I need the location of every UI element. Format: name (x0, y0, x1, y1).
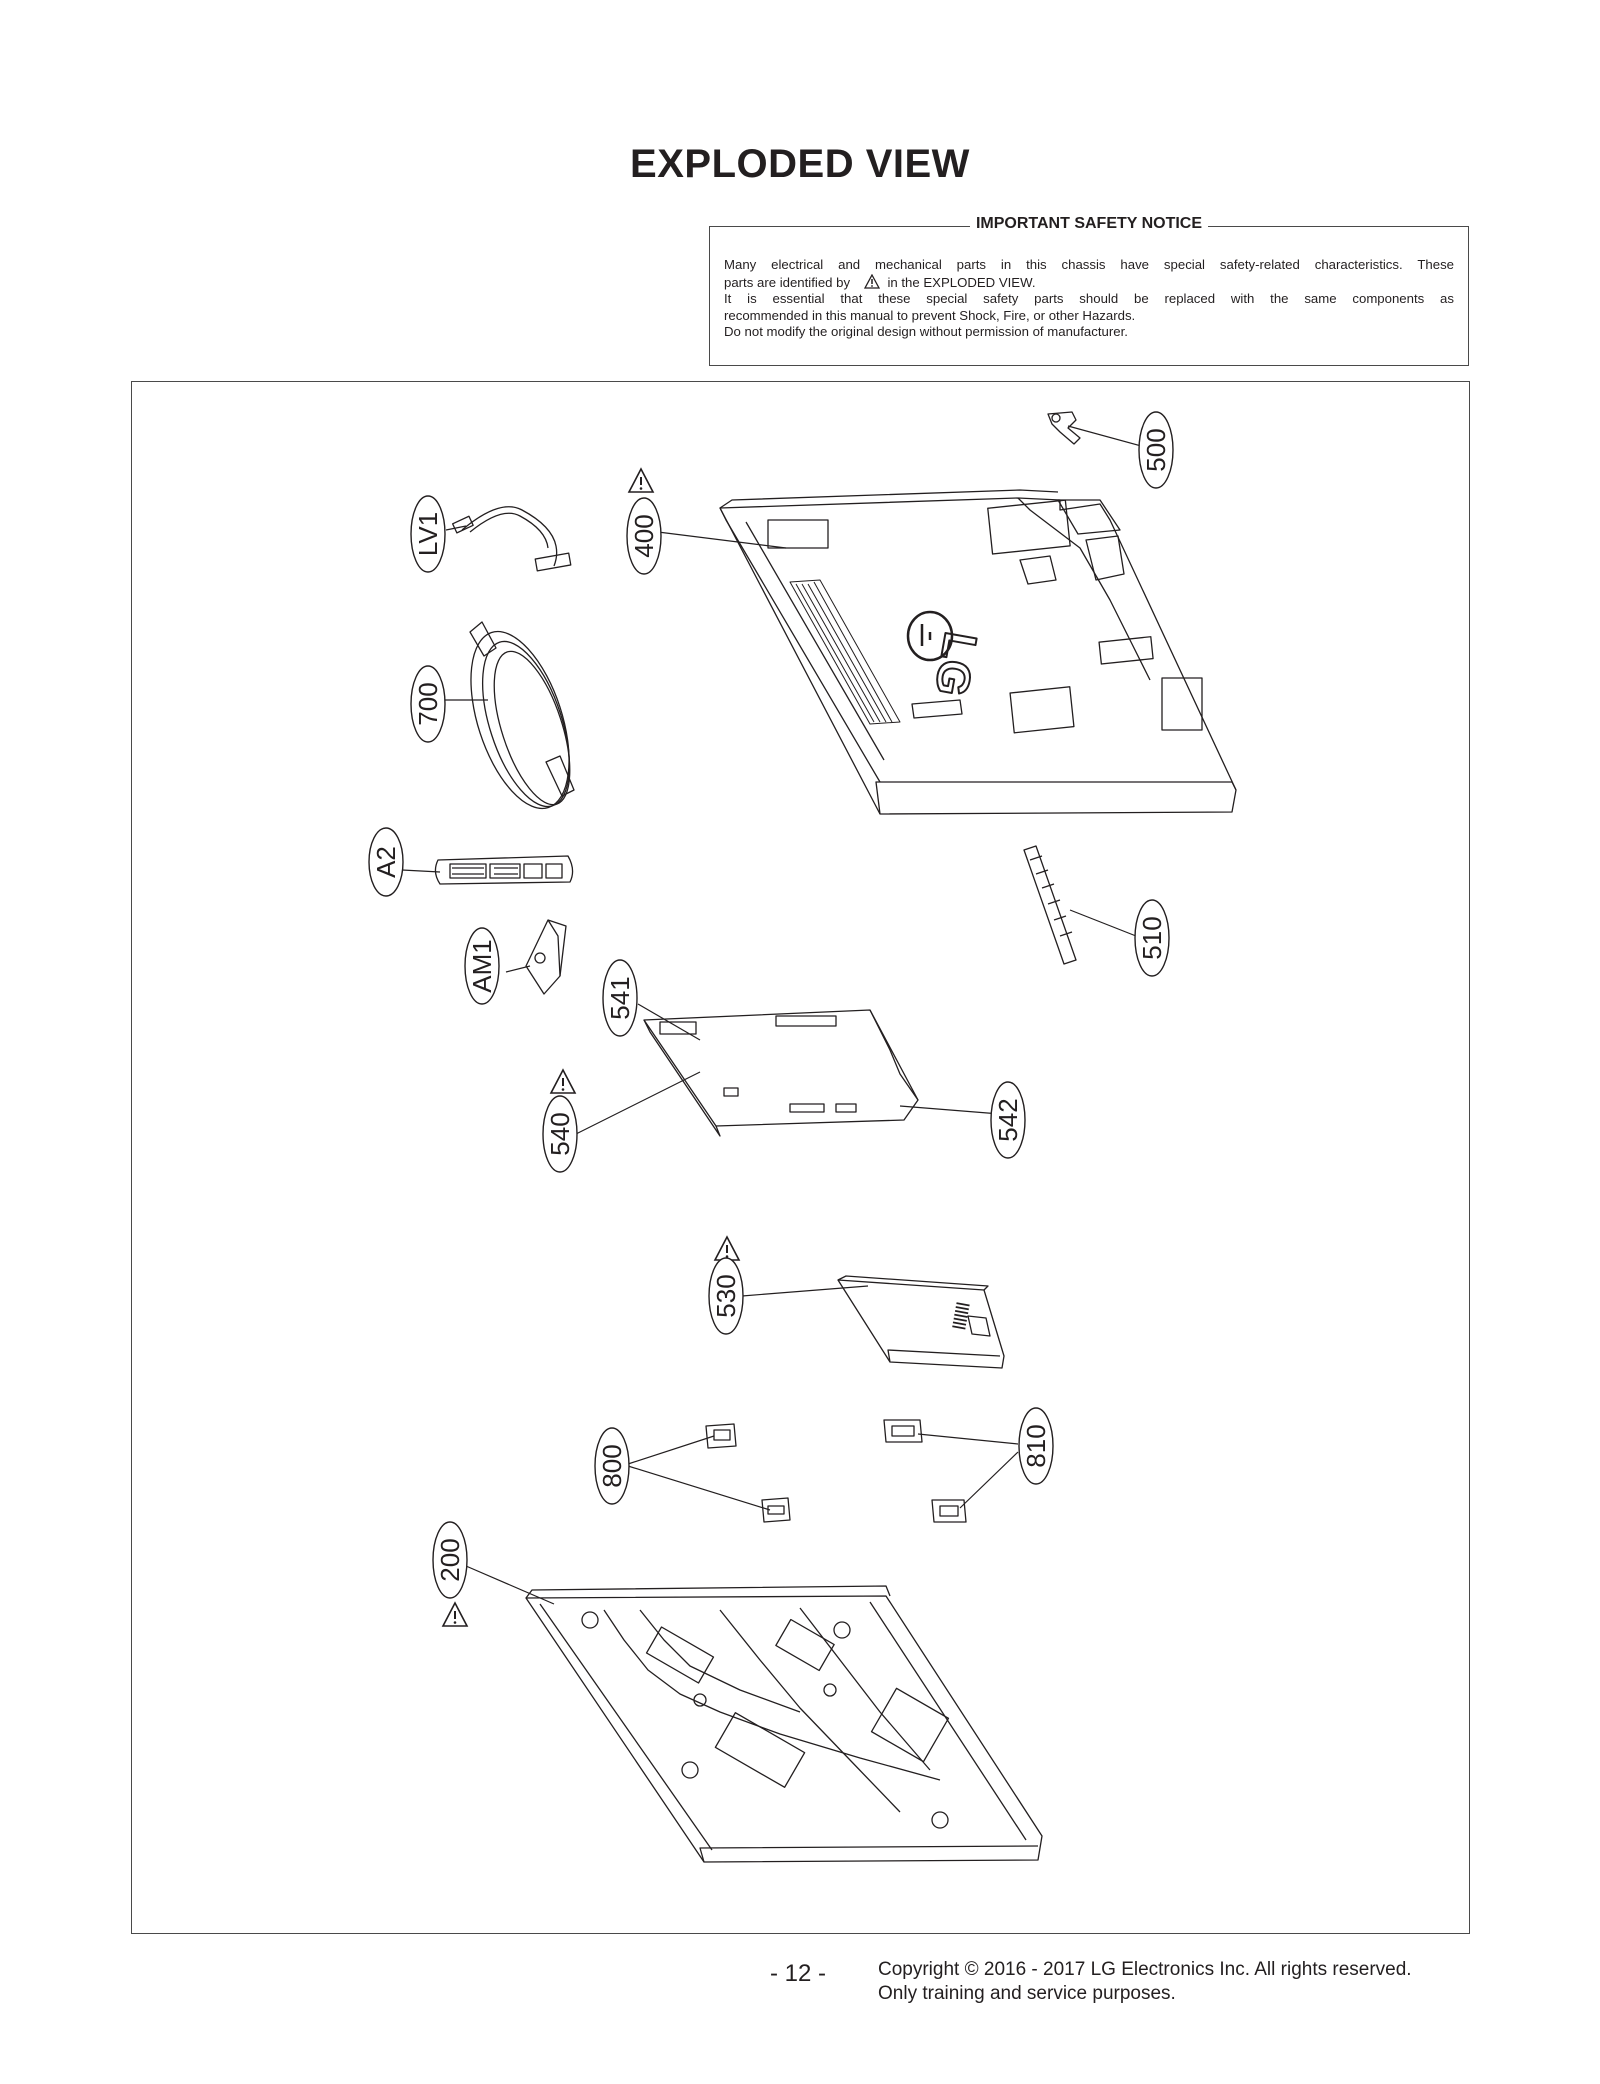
part-540-main-board (643, 1009, 919, 1137)
safety-notice-line-1: Many electrical and mechanical parts in … (724, 257, 1454, 272)
svg-text:200: 200 (435, 1538, 465, 1581)
back-cover-vents (789, 499, 1121, 725)
page-number: - 12 - (770, 1960, 827, 1987)
callout-542: 542 (990, 1081, 1026, 1159)
warning-triangle-icon (628, 468, 654, 493)
copyright-block: Copyright © 2016 - 2017 LG Electronics I… (878, 1958, 1412, 2006)
callout-500: 500 (1138, 411, 1174, 489)
safety-notice-line-5: Do not modify the original design withou… (724, 324, 1128, 340)
svg-text:500: 500 (1141, 428, 1171, 471)
lg-brand-text: LG (925, 628, 987, 700)
callout-400: 400 (626, 497, 662, 575)
svg-text:542: 542 (993, 1098, 1023, 1141)
safety-notice-line-2: parts are identified by in the EXPLODED … (724, 273, 1454, 292)
callout-510: 510 (1134, 899, 1170, 977)
warning-triangle-icon (863, 273, 880, 289)
part-800-foot-bottom (761, 1497, 791, 1523)
part-400-back-cover (719, 489, 1237, 815)
drawing-frame (131, 381, 1470, 1934)
part-700-power-cord (469, 621, 575, 810)
svg-text:510: 510 (1137, 916, 1167, 959)
safety-notice-line-2-end: in the EXPLODED VIEW. (887, 274, 1036, 290)
svg-text:LV1: LV1 (413, 512, 443, 556)
safety-notice-heading: IMPORTANT SAFETY NOTICE (969, 215, 1209, 232)
callout-541: 541 (602, 959, 638, 1037)
usage-text: Only training and service purposes. (878, 1983, 1176, 2004)
callout-a2: A2 (368, 827, 404, 897)
warning-triangle-icon (550, 1069, 576, 1094)
svg-text:400: 400 (629, 514, 659, 557)
power-board-label: ||||||| (949, 1301, 970, 1331)
copyright-text: Copyright © 2016 - 2017 LG Electronics I… (878, 1959, 1412, 1980)
safety-notice-line-2-start: parts are identified by (724, 274, 851, 290)
callout-200: 200 (432, 1521, 468, 1599)
warning-triangle-icon (714, 1236, 740, 1261)
part-510-button-bar (1023, 845, 1077, 965)
svg-text:540: 540 (545, 1112, 575, 1155)
callout-530: 530 (708, 1257, 744, 1335)
page-title: EXPLODED VIEW (630, 142, 970, 186)
leader-lines (401, 425, 1157, 1605)
svg-text:541: 541 (605, 976, 635, 1019)
safety-notice-line-3: It is essential that these special safet… (724, 291, 1454, 307)
part-200-panel-module (525, 1585, 1043, 1863)
part-500-bracket (1047, 411, 1081, 445)
part-lv1-cable (451, 506, 572, 572)
safety-notice-box: IMPORTANT SAFETY NOTICE Many electrical … (709, 215, 1469, 366)
svg-text:810: 810 (1021, 1424, 1051, 1467)
callout-810: 810 (1018, 1407, 1054, 1485)
svg-text:700: 700 (413, 682, 443, 725)
part-810-foot-bottom (931, 1499, 967, 1523)
part-810-foot-top (883, 1419, 923, 1443)
svg-text:A2: A2 (371, 846, 401, 878)
svg-text:530: 530 (711, 1274, 741, 1317)
part-530-power-board (837, 1275, 1005, 1369)
callout-540: 540 (542, 1095, 578, 1173)
part-am1-bracket (525, 919, 567, 995)
callout-am1: AM1 (464, 927, 500, 1005)
safety-notice-line-4: recommended in this manual to prevent Sh… (724, 307, 1136, 323)
lg-logo: LG (906, 610, 988, 701)
part-800-foot-top (705, 1423, 737, 1449)
callout-800: 800 (594, 1427, 630, 1505)
callout-700: 700 (410, 665, 446, 743)
part-a2-remote-control (434, 855, 574, 885)
svg-text:AM1: AM1 (467, 939, 497, 992)
warning-triangle-icon (442, 1602, 468, 1627)
callout-lv1: LV1 (410, 495, 446, 573)
safety-notice-body: Many electrical and mechanical parts in … (724, 257, 1454, 341)
svg-text:800: 800 (597, 1444, 627, 1487)
